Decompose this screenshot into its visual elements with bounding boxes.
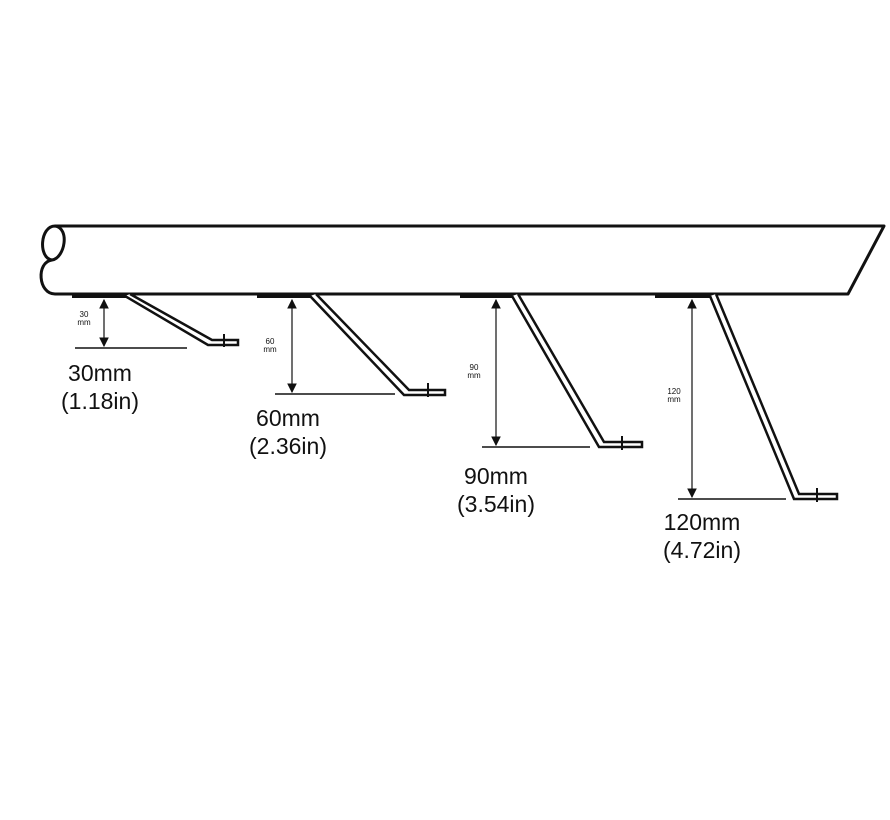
label-90mm-imperial: (3.54in) xyxy=(457,491,535,517)
dim-small-120-unit: mm xyxy=(667,395,681,404)
label-30mm-imperial: (1.18in) xyxy=(61,388,139,414)
bracket-90mm xyxy=(460,293,644,450)
dim-small-30: 30 mm xyxy=(72,311,96,327)
dim-small-60-value: 60 xyxy=(265,337,275,346)
label-30mm-metric: 30mm xyxy=(68,360,132,386)
bracket-120mm xyxy=(655,293,839,502)
bracket-60mm xyxy=(257,293,447,397)
label-90mm: 90mm (3.54in) xyxy=(436,462,556,518)
label-60mm-imperial: (2.36in) xyxy=(249,433,327,459)
dim-small-120-value: 120 xyxy=(667,387,681,396)
label-120mm-imperial: (4.72in) xyxy=(663,537,741,563)
label-120mm-metric: 120mm xyxy=(663,509,741,535)
label-90mm-metric: 90mm xyxy=(464,463,528,489)
pipe xyxy=(39,224,886,296)
dim-small-60: 60 mm xyxy=(258,338,282,354)
dim-small-60-unit: mm xyxy=(263,345,277,354)
dim-small-90-unit: mm xyxy=(467,371,481,380)
dim-small-30-unit: mm xyxy=(77,318,91,327)
dim-small-90-value: 90 xyxy=(469,363,479,372)
label-30mm: 30mm (1.18in) xyxy=(40,359,160,415)
dim-small-120: 120 mm xyxy=(662,388,686,404)
label-60mm-metric: 60mm xyxy=(256,405,320,431)
label-60mm: 60mm (2.36in) xyxy=(228,404,348,460)
dim-small-30-value: 30 xyxy=(79,310,89,319)
label-120mm: 120mm (4.72in) xyxy=(642,508,762,564)
bracket-30mm xyxy=(72,292,240,349)
dim-small-90: 90 mm xyxy=(462,364,486,380)
